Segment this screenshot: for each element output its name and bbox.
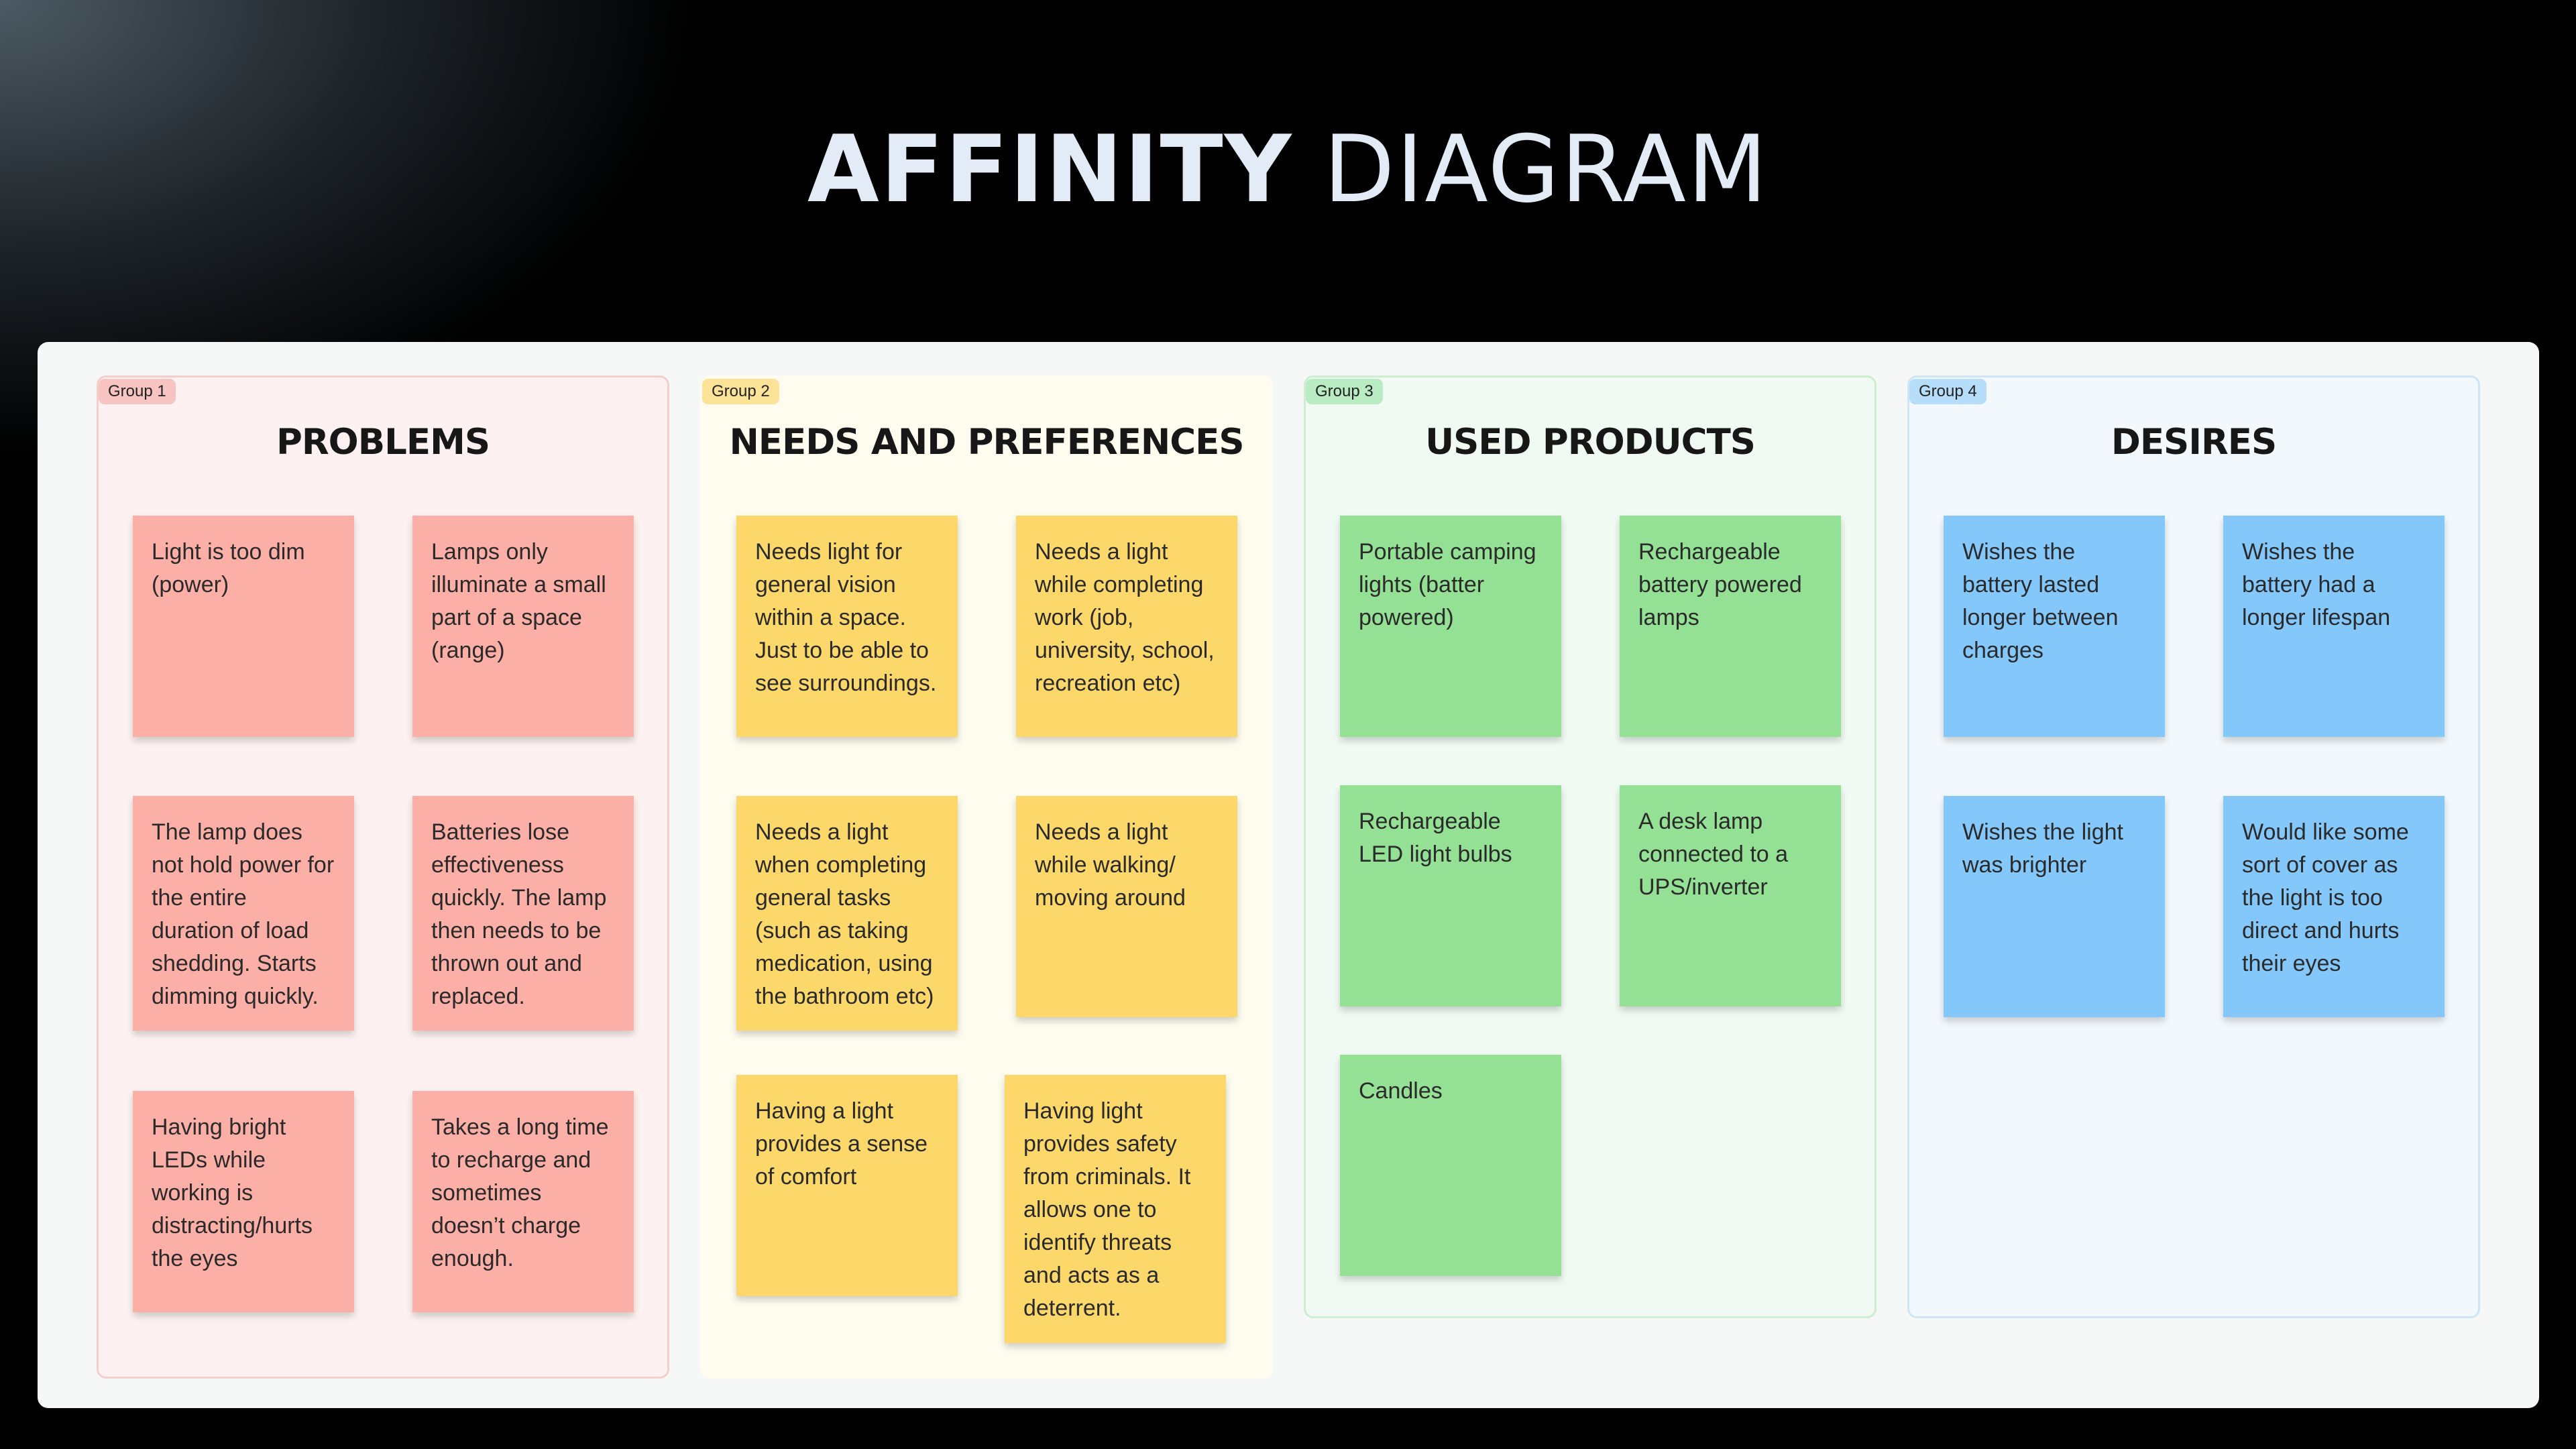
sticky-note[interactable]: Portable camping lights (batter powered) (1340, 516, 1561, 737)
sticky-note[interactable]: Wishes the battery had a longer lifespan (2223, 516, 2445, 737)
sticky-note[interactable]: A desk lamp connected to a UPS/inverter (1620, 785, 1841, 1006)
sticky-note[interactable]: Having a light provides a sense of comfo… (736, 1075, 958, 1296)
title-bold: AFFINITY (807, 115, 1293, 223)
sticky-note[interactable]: Needs a light when completing general ta… (736, 796, 958, 1031)
sticky-note[interactable]: Lamps only illuminate a small part of a … (412, 516, 634, 737)
sticky-note[interactable]: Needs a light while completing work (job… (1016, 516, 1237, 737)
group-title: DESIRES (2111, 422, 2277, 463)
sticky-note[interactable]: Rechargeable LED light bulbs (1340, 785, 1561, 1006)
group-tag: Group 2 (702, 379, 779, 404)
group-tag: Group 3 (1306, 379, 1383, 404)
sticky-note[interactable]: Would like some sort of cover as the lig… (2223, 796, 2445, 1017)
group-desires[interactable]: Group 4 DESIRES Wishes the battery laste… (1907, 375, 2480, 1318)
group-tag: Group 1 (99, 379, 176, 404)
sticky-note[interactable]: Having bright LEDs while working is dist… (133, 1091, 354, 1312)
affinity-board: Group 1 PROBLEMS Light is too dim (power… (38, 342, 2539, 1408)
sticky-note[interactable]: Needs a light while walking/ moving arou… (1016, 796, 1237, 1017)
group-used-products[interactable]: Group 3 USED PRODUCTS Portable camping l… (1304, 375, 1877, 1318)
group-needs-and-preferences[interactable]: Group 2 NEEDS AND PREFERENCES Needs ligh… (700, 375, 1273, 1379)
sticky-note[interactable]: Needs light for general vision within a … (736, 516, 958, 737)
title-light: DIAGRAM (1323, 115, 1769, 223)
sticky-note[interactable]: Having light provides safety from crimin… (1005, 1075, 1226, 1343)
group-title: NEEDS AND PREFERENCES (729, 422, 1244, 463)
sticky-note[interactable]: Candles (1340, 1055, 1561, 1276)
sticky-note[interactable]: Takes a long time to recharge and someti… (412, 1091, 634, 1312)
page-title: AFFINITY DIAGRAM (0, 113, 2576, 227)
sticky-note[interactable]: Light is too dim (power) (133, 516, 354, 737)
group-title: PROBLEMS (276, 422, 490, 463)
sticky-note[interactable]: The lamp does not hold power for the ent… (133, 796, 354, 1031)
group-problems[interactable]: Group 1 PROBLEMS Light is too dim (power… (97, 375, 669, 1379)
sticky-note[interactable]: Wishes the battery lasted longer between… (1944, 516, 2165, 737)
sticky-note[interactable]: Batteries lose effectiveness quickly. Th… (412, 796, 634, 1031)
group-title: USED PRODUCTS (1425, 422, 1756, 463)
group-tag: Group 4 (1909, 379, 1986, 404)
sticky-note[interactable]: Rechargeable battery powered lamps (1620, 516, 1841, 737)
sticky-note[interactable]: Wishes the light was brighter (1944, 796, 2165, 1017)
